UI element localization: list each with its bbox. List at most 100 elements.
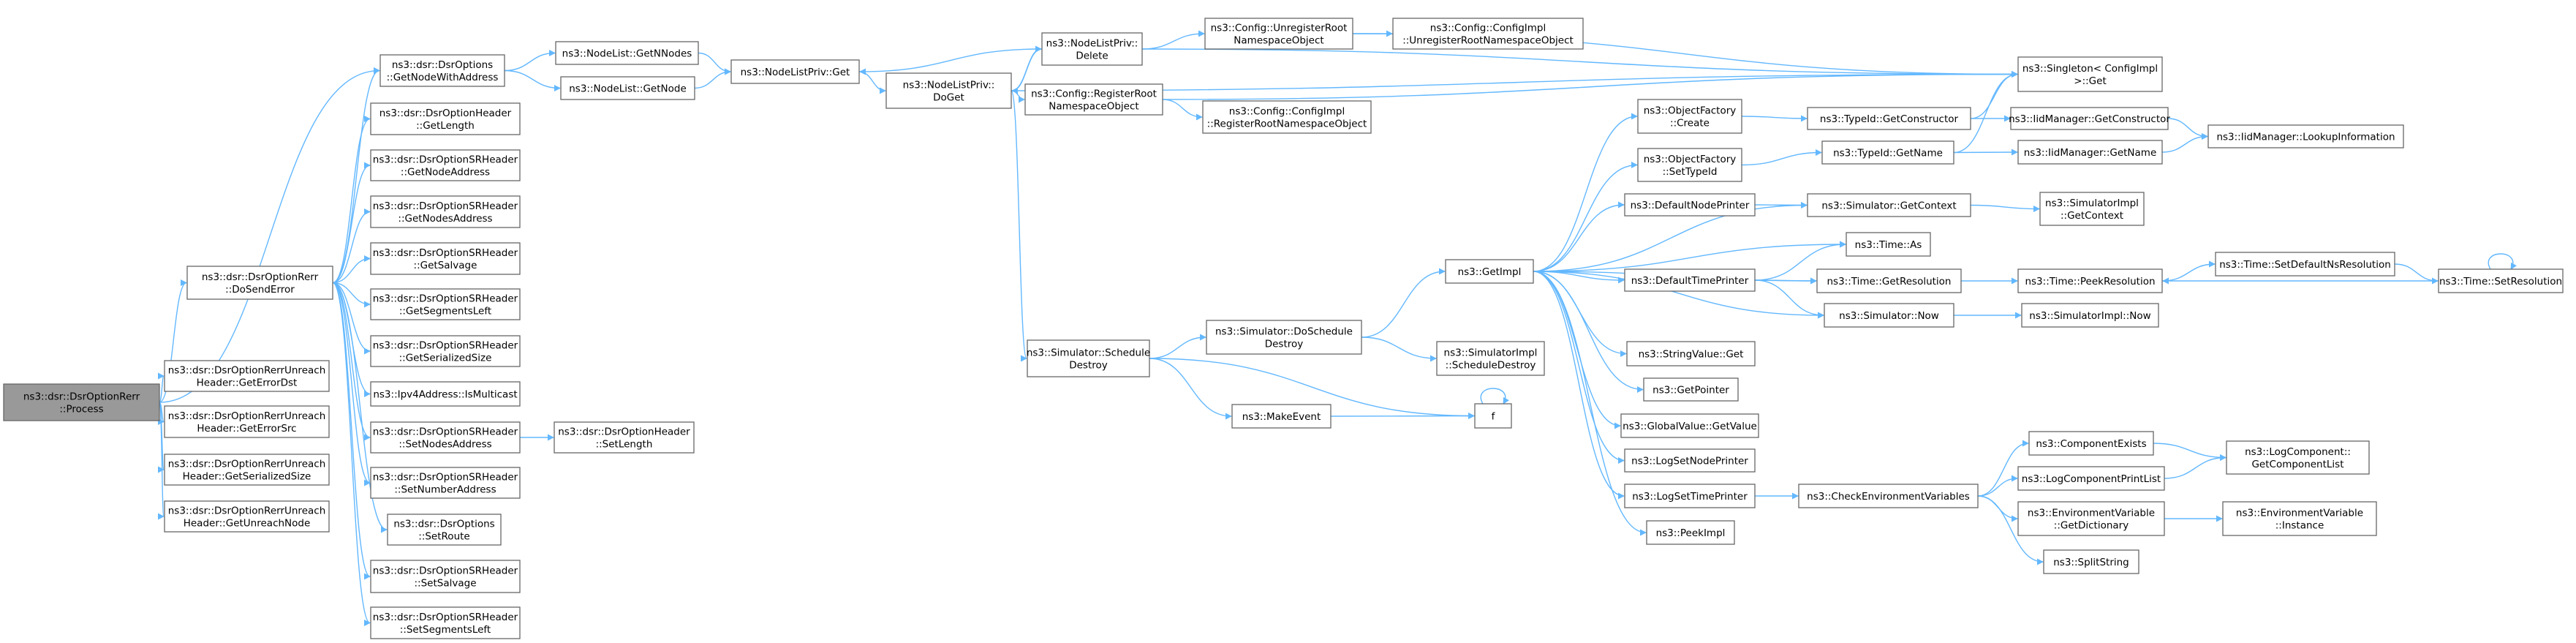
node-label: NamespaceObject <box>1234 35 1323 47</box>
node-sr-getsegmentsleft[interactable]: ns3::dsr::DsrOptionSRHeader::GetSegments… <box>370 288 521 320</box>
node-nodelist-getnnodes[interactable]: ns3::NodeList::GetNNodes <box>555 41 699 65</box>
node-iid-lookup[interactable]: ns3::IidManager::LookupInformation <box>2207 124 2404 148</box>
node-label: ns3::dsr::DsrOptionSRHeader <box>373 612 518 623</box>
node-iid-getconstructor[interactable]: ns3::IidManager::GetConstructor <box>2009 107 2170 130</box>
node-sim-scheduledestroy[interactable]: ns3::Simulator::ScheduleDestroy <box>1027 339 1150 377</box>
node-hdr-setlength[interactable]: ns3::dsr::DsrOptionHeader::SetLength <box>554 421 695 454</box>
node-nlp-delete[interactable]: ns3::NodeListPriv::Delete <box>1041 32 1143 66</box>
node-box <box>1041 32 1143 66</box>
node-time-setresolution[interactable]: ns3::Time::SetResolution <box>2438 268 2564 293</box>
node-globalvalue-getvalue[interactable]: ns3::GlobalValue::GetValue <box>1620 413 1759 438</box>
node-iid-getname[interactable]: ns3::IidManager::GetName <box>2017 140 2163 165</box>
node-unreach-sersize[interactable]: ns3::dsr::DsrOptionRerrUnreachHeader::Ge… <box>164 454 330 486</box>
node-label: Destroy <box>1069 360 1108 372</box>
node-componentexists[interactable]: ns3::ComponentExists <box>2028 431 2154 456</box>
node-label: ns3::DefaultTimePrinter <box>1631 275 1749 287</box>
node-box <box>1637 99 1742 134</box>
node-stringvalue-get[interactable]: ns3::StringValue::Get <box>1626 341 1756 366</box>
node-label: ns3::StringValue::Get <box>1639 349 1744 361</box>
node-defaultnodeprinter[interactable]: ns3::DefaultNodePrinter <box>1624 193 1756 217</box>
node-label: ns3::dsr::DsrOptionRerr <box>23 391 140 403</box>
node-nodelist-getnode[interactable]: ns3::NodeList::GetNode <box>560 76 695 100</box>
node-logcomponent-getlist[interactable]: ns3::LogComponent::GetComponentList <box>2226 440 2370 475</box>
node-ipv4-ismulticast[interactable]: ns3::Ipv4Address::IsMulticast <box>370 381 521 407</box>
node-makeevent[interactable]: ns3::MakeEvent <box>1231 404 1332 429</box>
edge-sim-getcontext-to-simimpl-getcontext <box>1970 204 2040 212</box>
node-typeid-getconstructor[interactable]: ns3::TypeId::GetConstructor <box>1807 107 1971 130</box>
node-label: ::GetSerializedSize <box>399 353 492 364</box>
node-envvar-getdictionary[interactable]: ns3::EnvironmentVariable::GetDictionary <box>2017 501 2165 536</box>
node-unreach-errorsrc[interactable]: ns3::dsr::DsrOptionRerrUnreachHeader::Ge… <box>164 405 330 438</box>
node-time-getresolution[interactable]: ns3::Time::GetResolution <box>1816 268 1962 293</box>
node-box <box>2039 192 2145 226</box>
node-label: ns3::Simulator::DoSchedule <box>1215 326 1353 338</box>
edge-iid-getname-to-iid-lookup <box>2161 133 2208 153</box>
node-getimpl[interactable]: ns3::GetImpl <box>1445 259 1534 284</box>
node-box <box>2438 268 2564 293</box>
node-sr-getsalvage[interactable]: ns3::dsr::DsrOptionSRHeader::GetSalvage <box>370 242 521 275</box>
edge-defaulttimeprinter-to-time-as <box>1754 241 1846 281</box>
node-logsetnodeprinter[interactable]: ns3::LogSetNodePrinter <box>1624 448 1756 473</box>
node-simimpl-getcontext[interactable]: ns3::SimulatorImpl::GetContext <box>2039 192 2145 226</box>
node-label: ns3::SplitString <box>2053 557 2129 568</box>
node-box <box>1807 193 1971 217</box>
node-cfg-register[interactable]: ns3::Config::RegisterRootNamespaceObject <box>1024 83 1163 116</box>
node-of-settypeid[interactable]: ns3::ObjectFactory::SetTypeId <box>1637 148 1742 182</box>
node-label: ns3::Time::SetResolution <box>2439 276 2562 287</box>
node-sim-now[interactable]: ns3::Simulator::Now <box>1824 303 1954 328</box>
node-time-peekresolution[interactable]: ns3::Time::PeekResolution <box>2017 268 2163 293</box>
node-box <box>1846 232 1931 257</box>
node-sr-getnodesaddress[interactable]: ns3::dsr::DsrOptionSRHeader::GetNodesAdd… <box>370 195 521 228</box>
node-box <box>1821 140 1954 165</box>
node-opt-setroute[interactable]: ns3::dsr::DsrOptions::SetRoute <box>387 514 502 546</box>
node-label: GetComponentList <box>2251 459 2343 470</box>
node-sim-getcontext[interactable]: ns3::Simulator::GetContext <box>1807 193 1971 217</box>
node-simimpl-now[interactable]: ns3::SimulatorImpl::Now <box>2021 303 2159 328</box>
node-getnodewithaddress[interactable]: ns3::dsr::DsrOptions::GetNodeWithAddress <box>379 54 505 87</box>
node-hdr-getlength[interactable]: ns3::dsr::DsrOptionHeader::GetLength <box>370 102 521 135</box>
node-box <box>370 335 521 367</box>
node-checkenvvars[interactable]: ns3::CheckEnvironmentVariables <box>1798 484 1979 508</box>
node-f[interactable]: f <box>1474 403 1512 429</box>
node-sr-getnodeaddress[interactable]: ns3::dsr::DsrOptionSRHeader::GetNodeAddr… <box>370 149 521 181</box>
node-sr-getsersize[interactable]: ns3::dsr::DsrOptionSRHeader::GetSerializ… <box>370 335 521 367</box>
node-box <box>2028 431 2154 456</box>
node-of-create[interactable]: ns3::ObjectFactory::Create <box>1637 99 1742 134</box>
node-label: ns3::Simulator::Now <box>1839 310 1939 322</box>
node-box <box>1231 404 1332 429</box>
node-envvar-instance[interactable]: ns3::EnvironmentVariable::Instance <box>2222 501 2377 536</box>
node-logsettimeprinter[interactable]: ns3::LogSetTimePrinter <box>1624 484 1756 508</box>
node-sr-setnumberaddress[interactable]: ns3::dsr::DsrOptionSRHeader::SetNumberAd… <box>370 467 521 499</box>
node-cfg-unregister[interactable]: ns3::Config::UnregisterRootNamespaceObje… <box>1204 18 1353 50</box>
node-getpointer[interactable]: ns3::GetPointer <box>1643 377 1739 402</box>
edge-sim-doscheduledestroy-to-getimpl <box>1361 268 1446 338</box>
node-sr-setsalvage[interactable]: ns3::dsr::DsrOptionSRHeader::SetSalvage <box>370 560 521 593</box>
node-label: ns3::GetPointer <box>1653 385 1729 396</box>
node-process[interactable]: ns3::dsr::DsrOptionRerr::Process <box>3 383 160 421</box>
node-simimpl-scheduledestroy[interactable]: ns3::SimulatorImpl::ScheduleDestroy <box>1436 341 1545 376</box>
node-cfgimpl-unregister[interactable]: ns3::Config::ConfigImpl::UnregisterRootN… <box>1392 18 1584 50</box>
edge-time-setresolution-to-time-setresolution <box>2488 253 2517 270</box>
node-unreach-node[interactable]: ns3::dsr::DsrOptionRerrUnreachHeader::Ge… <box>164 500 330 533</box>
node-box <box>1643 377 1739 402</box>
node-nlp-get[interactable]: ns3::NodeListPriv::Get <box>730 59 860 84</box>
node-singleton-get[interactable]: ns3::Singleton< ConfigImpl>::Get <box>2017 56 2163 92</box>
node-logcomponentprintlist[interactable]: ns3::LogComponentPrintList <box>2017 466 2165 491</box>
node-time-as[interactable]: ns3::Time::As <box>1846 232 1931 257</box>
edge-dosenderror-to-opt-setroute <box>332 282 388 533</box>
node-dosenderror[interactable]: ns3::dsr::DsrOptionRerr::DoSendError <box>186 266 333 300</box>
node-label: ::GetDictionary <box>2054 520 2129 532</box>
node-label: ns3::IidManager::LookupInformation <box>2216 132 2395 143</box>
node-sr-setsegmentsleft[interactable]: ns3::dsr::DsrOptionSRHeader::SetSegments… <box>370 606 521 639</box>
node-time-setdefaultns[interactable]: ns3::Time::SetDefaultNsResolution <box>2215 252 2395 277</box>
node-sr-setnodesaddress[interactable]: ns3::dsr::DsrOptionSRHeader::SetNodesAdd… <box>370 421 521 454</box>
node-defaulttimeprinter[interactable]: ns3::DefaultTimePrinter <box>1624 268 1756 292</box>
node-splitstring[interactable]: ns3::SplitString <box>2043 549 2139 574</box>
node-peekimpl[interactable]: ns3::PeekImpl <box>1646 520 1735 545</box>
node-typeid-getname[interactable]: ns3::TypeId::GetName <box>1821 140 1954 165</box>
node-cfgimpl-register[interactable]: ns3::Config::ConfigImpl::RegisterRootNam… <box>1202 100 1372 134</box>
node-nlp-doget[interactable]: ns3::NodeListPriv::DoGet <box>885 72 1012 109</box>
node-unreach-errordst[interactable]: ns3::dsr::DsrOptionRerrUnreachHeader::Ge… <box>164 360 330 392</box>
node-box <box>387 514 502 546</box>
